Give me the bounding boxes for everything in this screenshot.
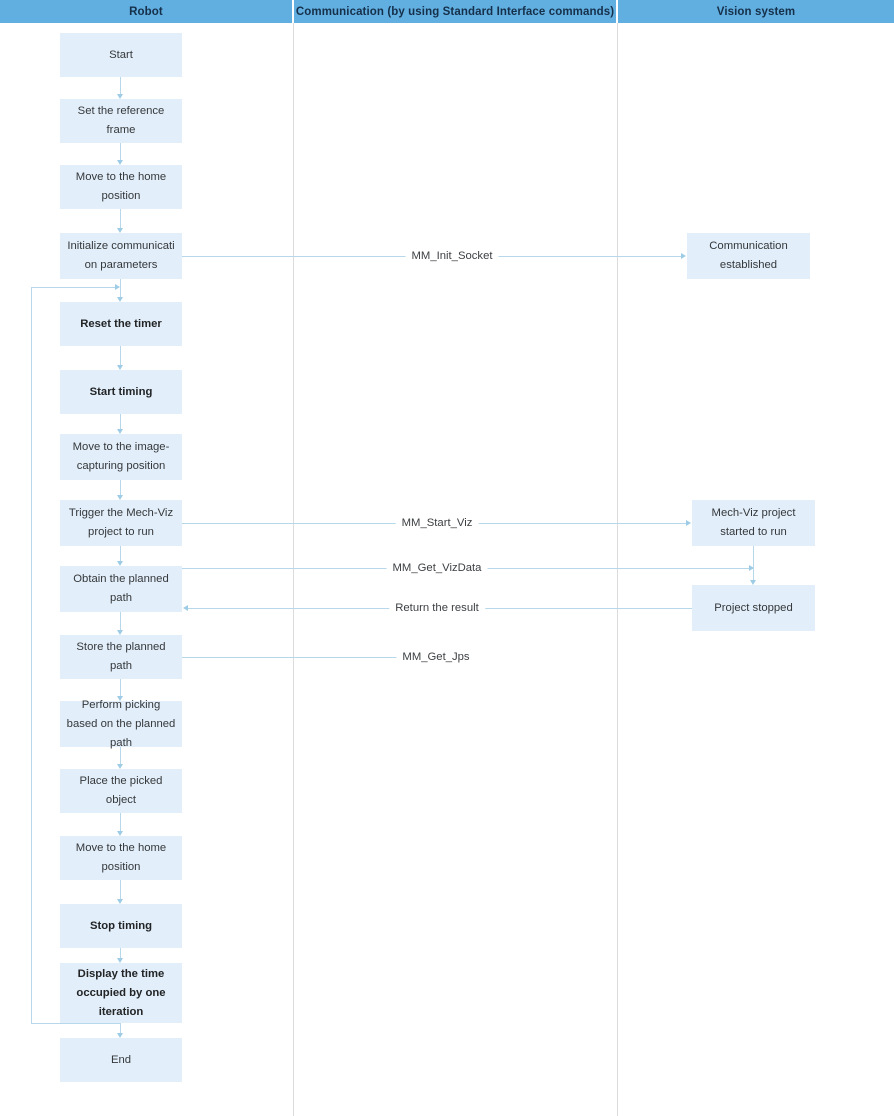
node-move-to-image-capturing-position[interactable]: Move to the image-capturing position xyxy=(60,434,182,480)
node-stop-timing[interactable]: Stop timing xyxy=(60,904,182,948)
arrowhead-set-frame xyxy=(117,94,123,99)
arrowhead-perform-pick xyxy=(117,696,123,701)
node-initialize-communication-parameters[interactable]: Initialize communicati on parameters xyxy=(60,233,182,279)
lane-header-communication: Communication (by using Standard Interfa… xyxy=(294,0,616,23)
node-start[interactable]: Start xyxy=(60,33,182,77)
lane-divider-right xyxy=(617,23,618,1116)
arrowhead-move-capture xyxy=(117,429,123,434)
connector-set-frame-to-home xyxy=(120,143,121,160)
arrowhead-start-viz xyxy=(686,519,691,526)
connector-init-to-reset-timer xyxy=(120,279,121,297)
node-display-the-time[interactable]: Display the time occupied by one iterati… xyxy=(60,963,182,1023)
arrowhead-project-stopped xyxy=(750,580,756,585)
connector-reset-to-start-timing xyxy=(120,346,121,365)
connector-capture-to-trigger xyxy=(120,480,121,495)
connector-place-to-home2 xyxy=(120,813,121,831)
lane-header-robot: Robot xyxy=(0,0,292,23)
node-end[interactable]: End xyxy=(60,1038,182,1082)
arrowhead-stop-timing xyxy=(117,899,123,904)
arrowhead-display-time xyxy=(117,958,123,963)
arrowhead-get-vizdata xyxy=(749,564,754,571)
arrowhead-return-result xyxy=(183,604,188,611)
loopback-left-segment xyxy=(31,287,32,1024)
connector-obtain-to-store xyxy=(120,612,121,630)
lane-header-vision-system: Vision system xyxy=(618,0,894,23)
arrowhead-place-object xyxy=(117,764,123,769)
node-move-to-the-home-position-1[interactable]: Move to the home position xyxy=(60,165,182,209)
loopback-bottom-segment xyxy=(31,1023,120,1024)
node-trigger-mech-viz-project[interactable]: Trigger the Mech-Viz project to run xyxy=(60,500,182,546)
arrowhead-trigger-viz xyxy=(117,495,123,500)
node-move-to-the-home-position-2[interactable]: Move to the home position xyxy=(60,836,182,880)
arrowhead-start-timing xyxy=(117,365,123,370)
message-label-start-viz: MM_Start_Viz xyxy=(395,517,479,529)
node-project-stopped[interactable]: Project stopped xyxy=(692,585,815,631)
message-label-return-result: Return the result xyxy=(389,602,485,614)
connector-start-timing-to-capture xyxy=(120,414,121,429)
node-mech-viz-project-started[interactable]: Mech-Viz project started to run xyxy=(692,500,815,546)
connector-home-to-init xyxy=(120,209,121,228)
arrowhead-loopback xyxy=(115,283,120,290)
connector-stop-timing-to-display xyxy=(120,948,121,958)
arrowhead-init-comm xyxy=(117,228,123,233)
arrowhead-end xyxy=(117,1033,123,1038)
loopback-top-segment xyxy=(31,287,117,288)
message-label-init-socket: MM_Init_Socket xyxy=(405,250,499,262)
node-communication-established[interactable]: Communication established xyxy=(687,233,810,279)
node-place-the-picked-object[interactable]: Place the picked object xyxy=(60,769,182,813)
connector-perform-to-place xyxy=(120,747,121,764)
arrowhead-reset-timer xyxy=(117,297,123,302)
node-obtain-the-planned-path[interactable]: Obtain the planned path xyxy=(60,566,182,612)
connector-viz-started-to-stopped xyxy=(753,546,754,580)
message-label-get-jps: MM_Get_Jps xyxy=(396,651,476,663)
connector-display-to-end xyxy=(120,1023,121,1033)
arrowhead-store-path xyxy=(117,630,123,635)
connector-start-to-set-frame xyxy=(120,77,121,94)
message-line-get-jps xyxy=(182,657,400,658)
arrowhead-home-1 xyxy=(117,160,123,165)
node-store-the-planned-path[interactable]: Store the planned path xyxy=(60,635,182,679)
node-perform-picking[interactable]: Perform picking based on the planned pat… xyxy=(60,699,182,749)
node-start-timing[interactable]: Start timing xyxy=(60,370,182,414)
node-reset-the-timer[interactable]: Reset the timer xyxy=(60,302,182,346)
arrowhead-init-socket xyxy=(681,252,686,259)
arrowhead-obtain-path xyxy=(117,561,123,566)
connector-home2-to-stop-timing xyxy=(120,880,121,899)
connector-store-to-perform xyxy=(120,679,121,696)
message-label-get-vizdata: MM_Get_VizData xyxy=(386,562,488,574)
node-set-the-reference-frame[interactable]: Set the reference frame xyxy=(60,99,182,143)
connector-trigger-to-obtain xyxy=(120,546,121,561)
arrowhead-home-2 xyxy=(117,831,123,836)
lane-divider-left xyxy=(293,23,294,1116)
